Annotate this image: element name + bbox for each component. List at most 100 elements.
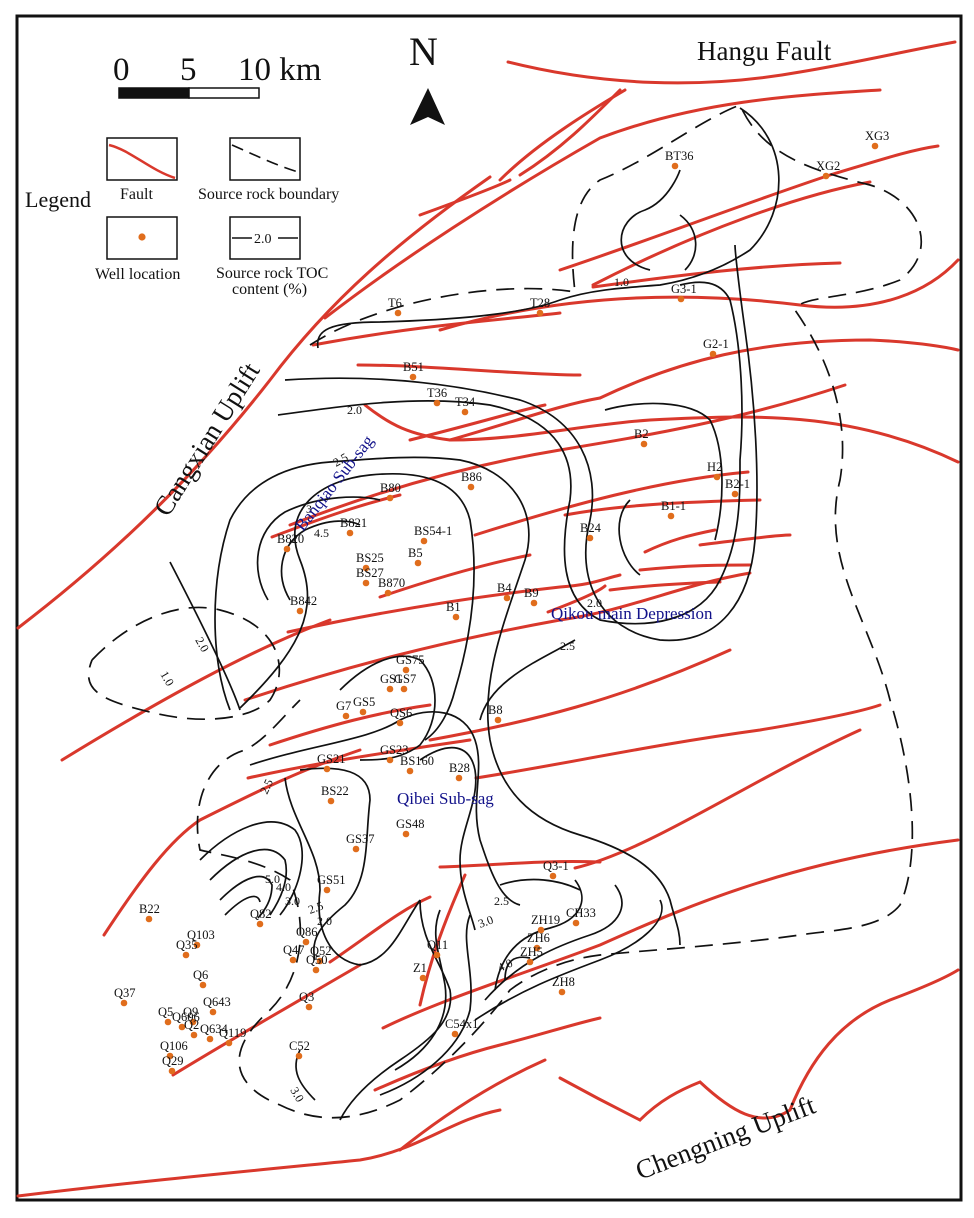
well-marker — [296, 607, 304, 615]
well-marker — [433, 951, 441, 959]
contour-label: 2.0 — [587, 596, 602, 610]
well-label: T34 — [455, 395, 476, 409]
well-label: B4 — [497, 581, 512, 595]
well-bs54-1: BS54-1 — [414, 524, 452, 545]
well-q29: Q29 — [162, 1054, 184, 1075]
well-b1: B1 — [446, 600, 461, 621]
well-marker — [452, 613, 460, 621]
well-gs1: GS1 — [380, 672, 402, 693]
well-marker — [451, 1030, 459, 1038]
well-label: B9 — [524, 586, 539, 600]
well-label: B86 — [461, 470, 482, 484]
well-label: Q5 — [158, 1005, 173, 1019]
well-label: B28 — [449, 761, 470, 775]
well-t6: T6 — [388, 296, 402, 317]
well-bs25: BS25 — [356, 551, 384, 572]
well-q634: Q634 — [200, 1022, 229, 1043]
well-marker — [346, 529, 354, 537]
well-marker — [586, 534, 594, 542]
well-marker — [189, 1018, 197, 1026]
well-q82: Q82 — [250, 907, 272, 928]
well-label: GS75 — [396, 653, 424, 667]
well-q52: Q52 — [310, 944, 332, 965]
well-b821: B821 — [340, 516, 367, 537]
well-label: B821 — [340, 516, 367, 530]
well-label: B1 — [446, 600, 461, 614]
well-label: B820 — [277, 532, 304, 546]
well-label: T36 — [427, 386, 447, 400]
well-label: G7 — [336, 699, 351, 713]
well-z1: Z1 — [413, 961, 427, 982]
well-gs21: GS21 — [317, 752, 345, 773]
subsag-label-qikou: Qikou main Depression — [551, 604, 713, 623]
well-marker — [302, 938, 310, 946]
legend-boundary-symbol — [231, 144, 299, 173]
well-label: GS1 — [380, 672, 402, 686]
well-label: B8 — [488, 703, 503, 717]
legend: Legend Fault Source rock boundary Well l… — [25, 137, 339, 298]
contour-label: 2.5 — [306, 899, 325, 917]
well-marker — [342, 712, 350, 720]
well-marker — [414, 559, 422, 567]
contour-label: 3.0 — [476, 913, 495, 931]
well-label: B870 — [378, 576, 405, 590]
scale-bar: 0 5 10 km — [113, 52, 322, 99]
well-zh19: ZH19 — [531, 913, 560, 934]
well-label: Q82 — [250, 907, 272, 921]
well-marker — [289, 956, 297, 964]
well-marker — [713, 473, 721, 481]
well-label: ZH19 — [531, 913, 560, 927]
well-marker — [530, 599, 538, 607]
well-marker — [362, 564, 370, 572]
well-marker — [419, 974, 427, 982]
well-q119: Q119 — [219, 1026, 246, 1047]
well-marker — [323, 886, 331, 894]
well-marker — [671, 162, 679, 170]
contour-label: 1.0 — [157, 669, 177, 689]
well-label: G3-1 — [671, 282, 697, 296]
well-q9: Q9 — [183, 1005, 198, 1026]
well-label: B2 — [634, 427, 649, 441]
legend-boundary-label: Source rock boundary — [198, 186, 339, 203]
scale-label-0: 0 — [113, 52, 130, 88]
well-label: BS22 — [321, 784, 349, 798]
well-b28: B28 — [449, 761, 470, 782]
well-q3-1: Q3-1 — [543, 859, 569, 880]
well-marker — [193, 941, 201, 949]
source-rock-boundaries — [87, 103, 923, 1119]
well-q37: Q37 — [114, 986, 136, 1007]
scale-label-5: 5 — [180, 52, 197, 88]
well-label: B24 — [580, 521, 602, 535]
contour-label: 2.5 — [257, 777, 276, 797]
well-t28: T28 — [530, 296, 550, 317]
well-label: Q3-1 — [543, 859, 569, 873]
well-marker — [822, 172, 830, 180]
well-marker — [168, 1067, 176, 1075]
well-label: Q11 — [427, 938, 448, 952]
well-marker — [549, 872, 557, 880]
well-marker — [178, 1023, 186, 1031]
well-label: B51 — [403, 360, 424, 374]
well-b842: B842 — [290, 594, 317, 615]
toc-contours — [169, 107, 780, 1121]
legend-well-label: Well location — [95, 266, 180, 283]
well-q606: Q606 — [172, 1010, 200, 1031]
well-label: C52 — [289, 1039, 310, 1053]
well-marker — [182, 951, 190, 959]
well-label: C54x1 — [445, 1017, 478, 1031]
well-label: B80 — [380, 481, 401, 495]
contour-label: 4.0 — [276, 880, 291, 894]
well-c52: C52 — [289, 1039, 310, 1060]
well-label: ZH6 — [527, 931, 550, 945]
well-b22: B22 — [139, 902, 160, 923]
well-marker — [526, 958, 534, 966]
well-b8: B8 — [488, 703, 503, 724]
contour-label: 3.0 — [287, 1085, 307, 1105]
well-label: Q3 — [299, 990, 314, 1004]
well-marker — [503, 594, 511, 602]
contour-label: 2.5 — [560, 639, 575, 653]
well-b80: B80 — [380, 481, 401, 502]
well-marker — [667, 512, 675, 520]
well-q6: Q6 — [193, 968, 208, 989]
